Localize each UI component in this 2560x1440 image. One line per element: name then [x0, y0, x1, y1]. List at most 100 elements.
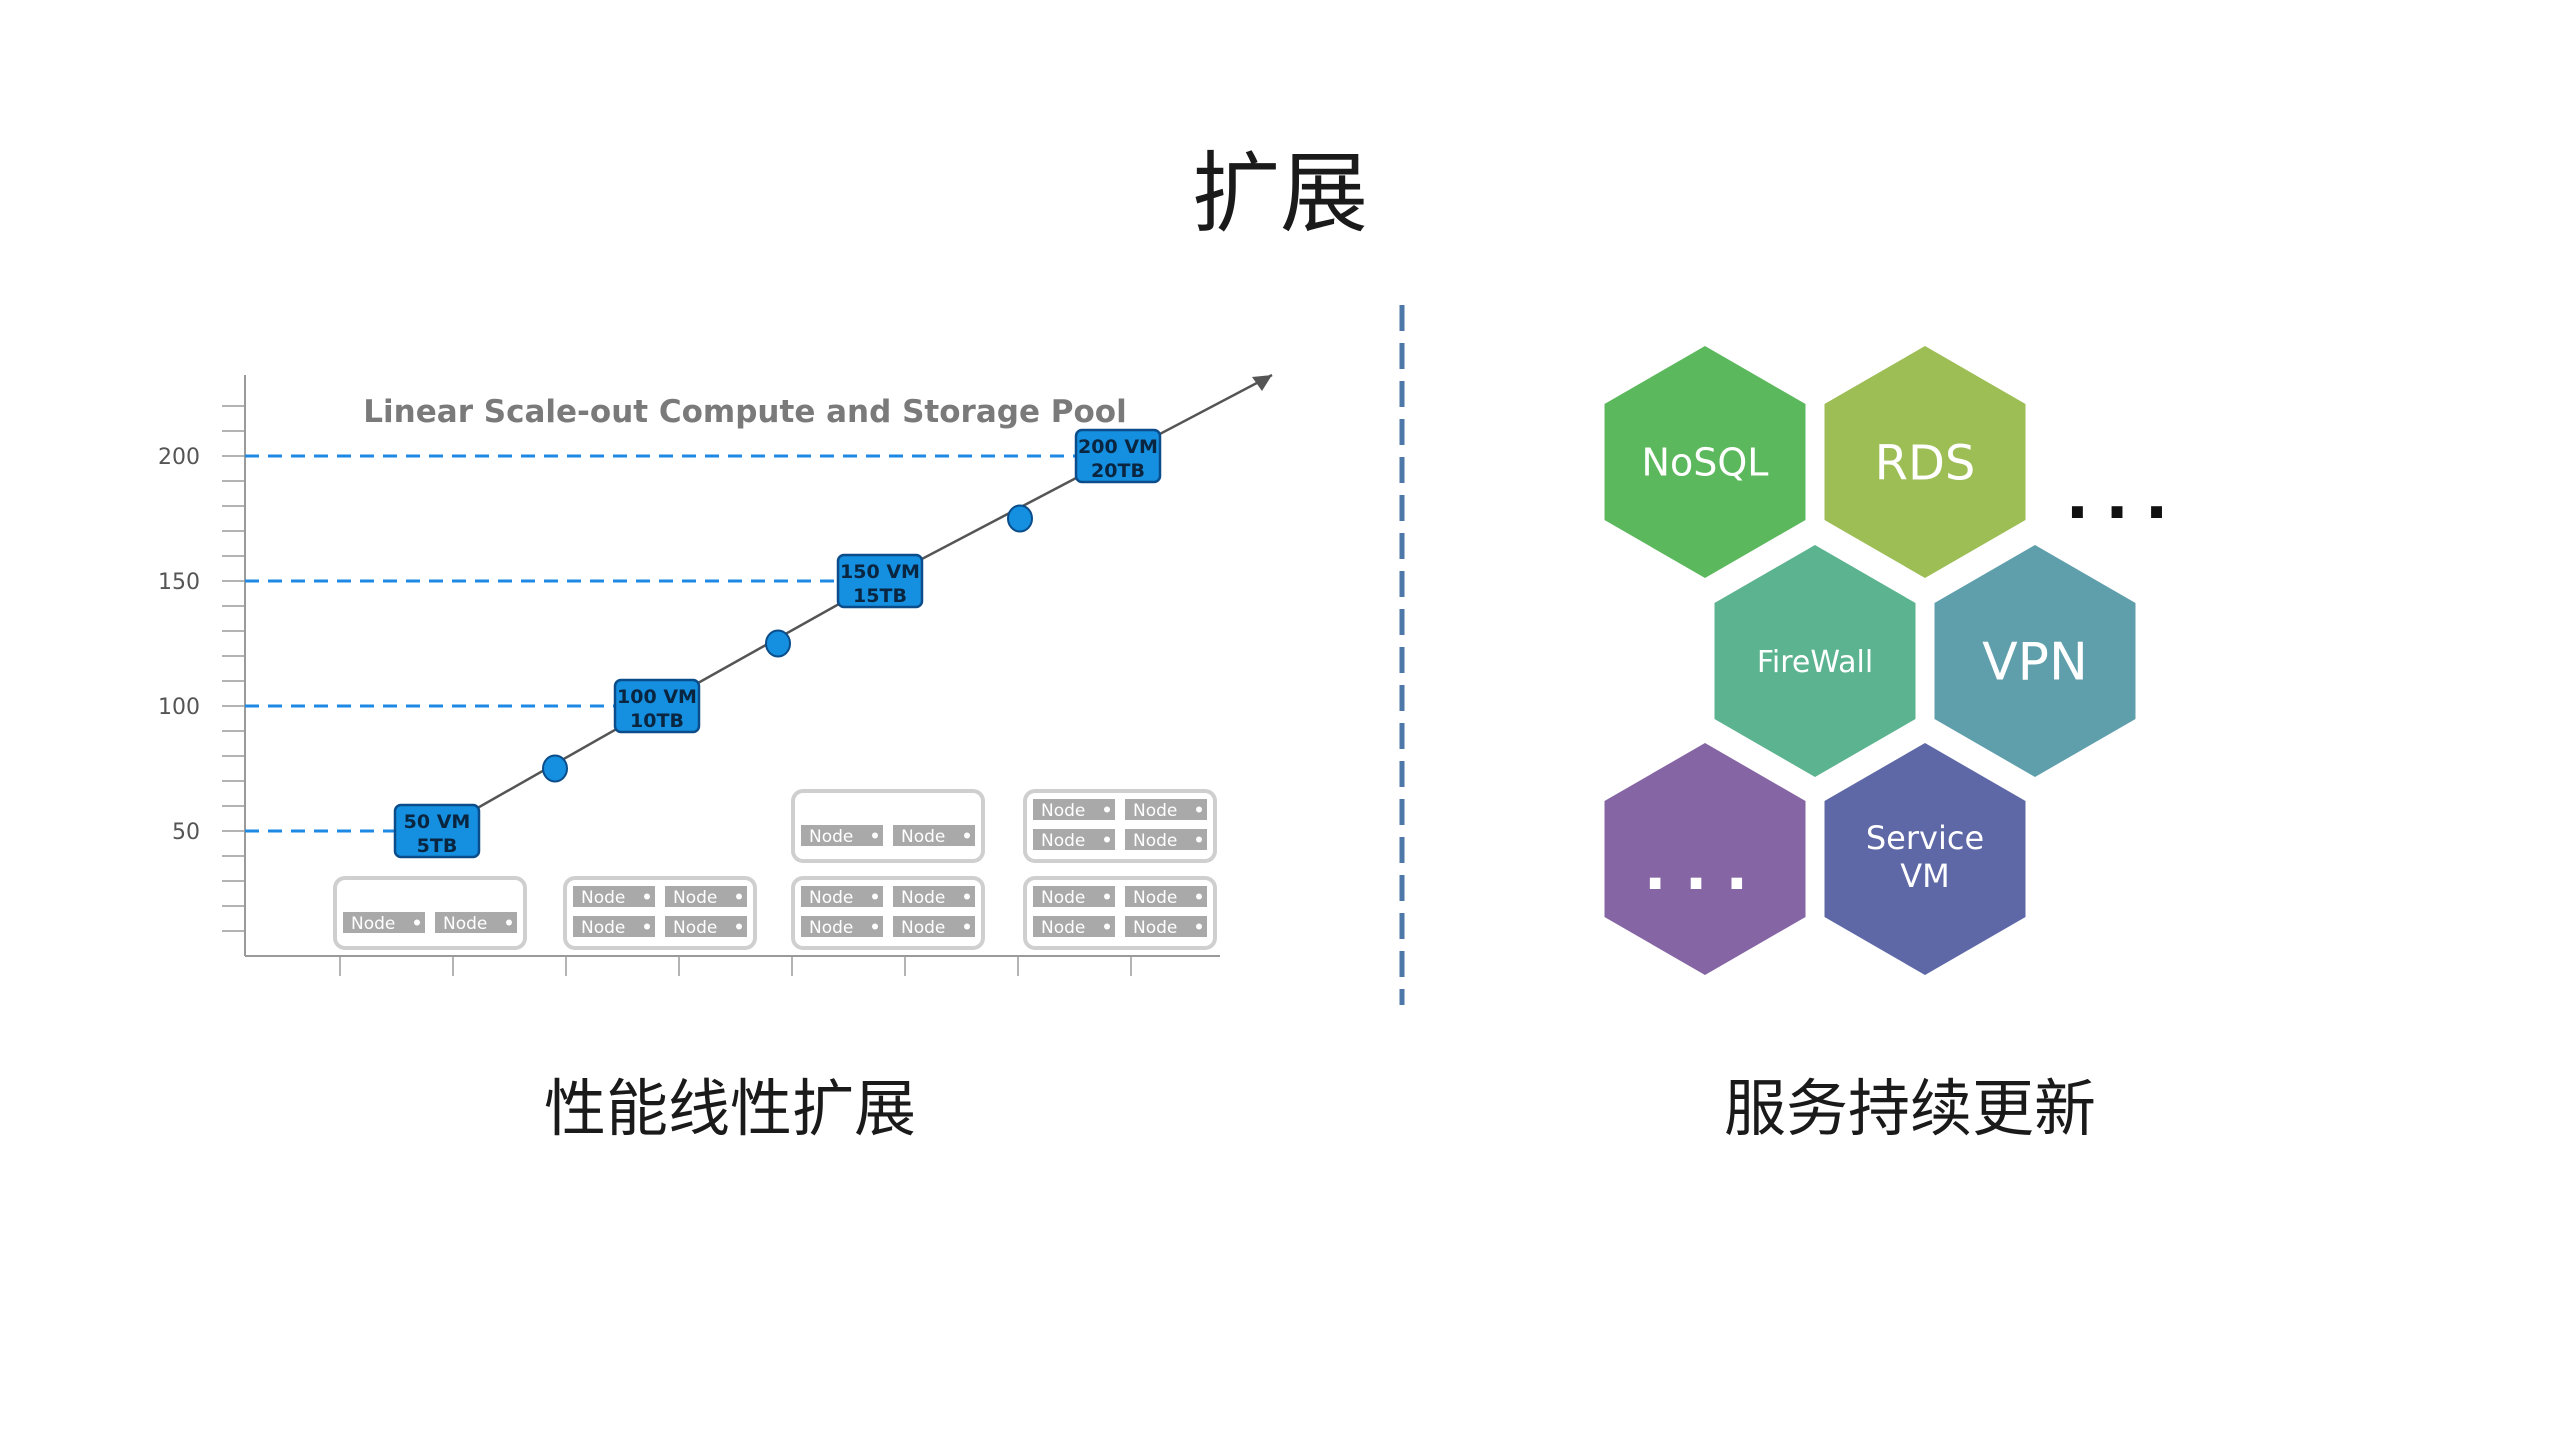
milestone-storage-label: 5TB	[417, 835, 458, 857]
node-bar	[1125, 886, 1207, 907]
milestone-vm-label: 100 VM	[617, 686, 697, 708]
node-led	[1196, 923, 1202, 930]
node-label: Node	[901, 827, 945, 847]
node-bar	[1033, 916, 1115, 937]
milestone-box	[1074, 428, 1162, 484]
node-bar	[1125, 799, 1207, 820]
data-point	[1007, 504, 1033, 533]
node-led	[872, 832, 878, 839]
node-bar	[893, 886, 975, 907]
service-hexagon	[1824, 346, 2026, 578]
node-led	[1196, 836, 1202, 843]
node-bar	[343, 912, 425, 933]
milestone-vm-label: 150 VM	[840, 561, 920, 583]
service-hexagon	[1824, 743, 2026, 975]
node-label: Node	[1133, 888, 1177, 908]
milestone-box	[393, 803, 481, 859]
left-caption: 性能线性扩展	[543, 1072, 916, 1145]
node-led	[644, 923, 650, 930]
node-bar	[1125, 829, 1207, 850]
right-caption: 服务持续更新	[1723, 1072, 2096, 1145]
node-bar	[801, 916, 883, 937]
service-label: Service	[1866, 819, 1984, 857]
milestone-box	[836, 553, 924, 609]
milestone-box	[613, 678, 701, 734]
node-led	[736, 923, 742, 930]
milestone-storage-label: 15TB	[853, 585, 907, 607]
node-led	[736, 893, 742, 900]
data-point	[542, 754, 568, 783]
node-label: Node	[1041, 888, 1085, 908]
node-label: Node	[809, 888, 853, 908]
node-label: Node	[351, 914, 395, 934]
node-led	[1104, 806, 1110, 813]
y-tick-label: 100	[158, 695, 200, 720]
node-bar	[573, 916, 655, 937]
node-label: Node	[901, 888, 945, 908]
node-bar	[801, 886, 883, 907]
node-led	[872, 923, 878, 930]
node-led	[964, 893, 970, 900]
node-label: Node	[581, 888, 625, 908]
node-bar	[893, 825, 975, 846]
y-tick-label: 50	[172, 820, 200, 845]
node-label: Node	[809, 918, 853, 938]
node-bar	[665, 916, 747, 937]
trend-arrowhead	[1252, 375, 1272, 391]
node-bar	[1125, 916, 1207, 937]
service-hexagon	[1604, 346, 1806, 578]
node-led	[1196, 806, 1202, 813]
node-led	[644, 893, 650, 900]
node-led	[414, 919, 420, 926]
node-led	[1104, 923, 1110, 930]
node-bar	[1033, 829, 1115, 850]
milestone-vm-label: 50 VM	[404, 811, 471, 833]
service-hexagon	[1714, 545, 1916, 777]
data-point	[765, 629, 791, 658]
node-label: Node	[1041, 831, 1085, 851]
y-tick-label: 200	[158, 445, 200, 470]
node-label: Node	[1133, 831, 1177, 851]
section-divider	[1399, 305, 1405, 1005]
more-services-ellipsis: ...	[2066, 460, 2185, 533]
node-label: Node	[1041, 801, 1085, 821]
service-hexagon	[1604, 743, 1806, 975]
node-bar	[1033, 886, 1115, 907]
node-bar	[573, 886, 655, 907]
node-label: Node	[581, 918, 625, 938]
node-led	[1196, 893, 1202, 900]
node-label: Node	[673, 888, 717, 908]
service-label: RDS	[1875, 435, 1976, 491]
slide-title: 扩展	[1191, 142, 1368, 245]
service-label: VM	[1900, 857, 1950, 895]
node-label: Node	[901, 918, 945, 938]
service-label: NoSQL	[1642, 441, 1769, 485]
node-label: Node	[809, 827, 853, 847]
node-led	[506, 919, 512, 926]
node-led	[964, 923, 970, 930]
y-tick-label: 150	[158, 570, 200, 595]
node-label: Node	[673, 918, 717, 938]
node-bar	[801, 825, 883, 846]
node-led	[1104, 893, 1110, 900]
node-led	[1104, 836, 1110, 843]
node-led	[872, 893, 878, 900]
milestone-storage-label: 20TB	[1091, 460, 1145, 482]
service-label: VPN	[1982, 633, 2088, 693]
node-led	[964, 832, 970, 839]
node-bar	[665, 886, 747, 907]
node-label: Node	[1133, 918, 1177, 938]
node-label: Node	[1133, 801, 1177, 821]
node-bar	[1033, 799, 1115, 820]
node-bar	[893, 916, 975, 937]
node-bar	[435, 912, 517, 933]
node-label: Node	[443, 914, 487, 934]
service-hexagon	[1934, 545, 2136, 777]
service-label: ...	[1644, 834, 1766, 904]
milestone-vm-label: 200 VM	[1078, 436, 1158, 458]
milestone-storage-label: 10TB	[630, 710, 684, 732]
service-label: FireWall	[1757, 645, 1873, 680]
node-label: Node	[1041, 918, 1085, 938]
